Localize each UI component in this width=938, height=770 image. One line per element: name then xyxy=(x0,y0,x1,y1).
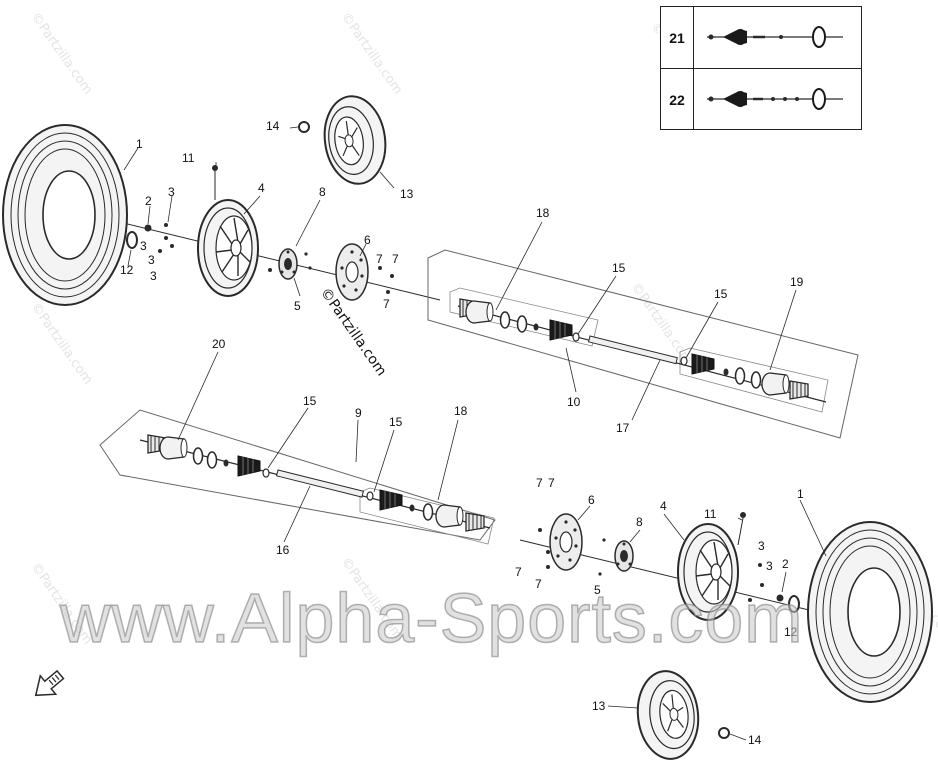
legend-row-21: 21 xyxy=(661,7,861,68)
callout-11: 11 xyxy=(704,507,717,521)
legend-number: 22 xyxy=(661,69,694,130)
callout-7: 7 xyxy=(392,252,399,266)
callout-7: 7 xyxy=(515,565,522,579)
callout-5: 5 xyxy=(594,583,601,597)
callout-7: 7 xyxy=(548,476,555,490)
callout-18: 18 xyxy=(536,206,550,220)
callout-7: 7 xyxy=(536,476,543,490)
callout-4: 4 xyxy=(258,181,265,195)
callout-7: 7 xyxy=(535,577,542,591)
wheel-rim xyxy=(197,199,259,297)
callout-19: 19 xyxy=(790,275,804,289)
leader-lines xyxy=(123,126,827,741)
kit-legend-table: 21 22 xyxy=(660,6,862,130)
brake-disc xyxy=(335,243,369,301)
callout-7: 7 xyxy=(383,297,390,311)
driveshaft-box-upper xyxy=(427,249,859,439)
callout-3: 3 xyxy=(148,253,155,267)
callout-11: 11 xyxy=(182,151,195,165)
alpha-sports-watermark: www.Alpha-Sports.com xyxy=(59,578,804,658)
legend-number: 21 xyxy=(661,7,694,68)
callout-15: 15 xyxy=(714,287,728,301)
callout-1: 1 xyxy=(797,487,804,501)
callout-3: 3 xyxy=(140,239,147,253)
callout-13: 13 xyxy=(400,187,414,201)
rear-tire xyxy=(807,521,933,703)
callout-12: 12 xyxy=(120,263,134,277)
callout-17: 17 xyxy=(616,421,630,435)
callout-8: 8 xyxy=(319,185,326,199)
callout-12: 12 xyxy=(784,625,798,639)
drive-shaft-16 xyxy=(275,469,364,498)
legend-row-22: 22 xyxy=(661,68,861,130)
callout-18: 18 xyxy=(454,404,468,418)
valve-11 xyxy=(212,165,218,171)
callout-3: 3 xyxy=(766,559,773,573)
callout-6: 6 xyxy=(588,493,595,507)
kit-22-illustration xyxy=(707,88,843,110)
callout-5: 5 xyxy=(294,299,301,313)
callout-8: 8 xyxy=(636,515,643,529)
callout-15: 15 xyxy=(612,261,626,275)
callout-13: 13 xyxy=(592,699,606,713)
callout-3: 3 xyxy=(168,185,175,199)
callout-10: 10 xyxy=(567,395,581,409)
cap-14 xyxy=(298,121,310,133)
nut-2 xyxy=(144,224,152,232)
wheel-hub xyxy=(278,248,298,280)
callout-16: 16 xyxy=(276,543,290,557)
washer-12 xyxy=(126,231,138,249)
direction-arrow-icon xyxy=(34,669,65,697)
drive-shaft-17 xyxy=(587,335,678,365)
callout-6: 6 xyxy=(364,233,371,247)
callout-1: 1 xyxy=(136,137,143,151)
driveshaft-box-lower xyxy=(99,409,496,541)
callout-20: 20 xyxy=(212,337,226,351)
callout-7: 7 xyxy=(376,252,383,266)
callout-4: 4 xyxy=(660,499,667,513)
callout-3: 3 xyxy=(758,539,765,553)
callout-9: 9 xyxy=(355,406,362,420)
callout-15: 15 xyxy=(389,415,403,429)
kit-21-illustration xyxy=(707,26,843,48)
callout-15: 15 xyxy=(303,394,317,408)
callout-2: 2 xyxy=(145,194,152,208)
callout-3: 3 xyxy=(150,269,157,283)
callout-2: 2 xyxy=(782,557,789,571)
front-tire xyxy=(2,124,128,306)
callout-14: 14 xyxy=(266,119,280,133)
wheel-hub xyxy=(614,540,634,572)
callout-14: 14 xyxy=(748,733,762,747)
brake-disc xyxy=(549,513,583,571)
